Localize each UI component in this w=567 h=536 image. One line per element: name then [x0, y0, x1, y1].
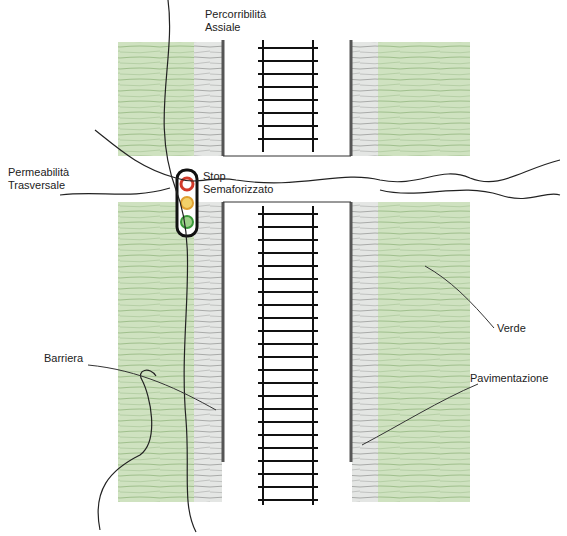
axis-label: Percorribilità Assiale — [205, 8, 285, 34]
part-label: Verde — [497, 322, 526, 335]
barrier — [223, 40, 351, 462]
path-lines — [60, 0, 560, 532]
part-label: Barriera — [44, 352, 83, 365]
green-strip — [118, 42, 470, 502]
part-label: Pavimentazione — [470, 372, 548, 385]
cross-label: Permeabilità Trasversale — [8, 166, 88, 192]
railway — [258, 40, 318, 505]
stop-label: Stop Semaforizzato — [203, 170, 283, 196]
leader-line — [88, 266, 494, 445]
